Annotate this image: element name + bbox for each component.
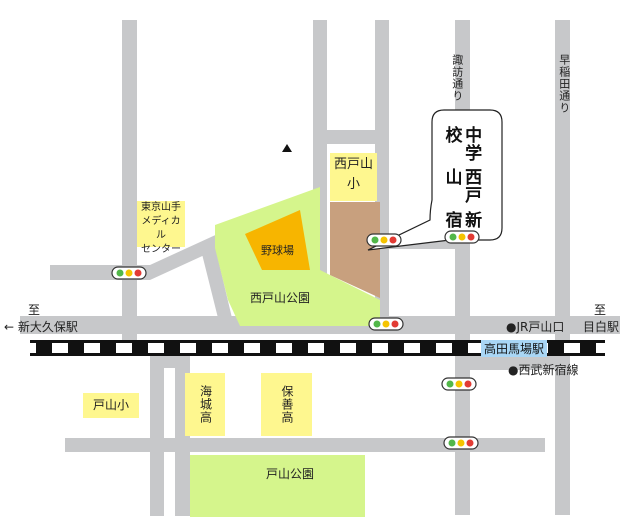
- road-south-horizontal: [65, 438, 545, 452]
- rail-tie: [420, 343, 436, 353]
- traffic-light-icon: [443, 436, 479, 450]
- road-park-west: [200, 246, 232, 318]
- school-site: [330, 202, 380, 298]
- hozen-high-label: 保善高: [261, 373, 312, 436]
- rail-tie: [548, 343, 564, 353]
- kaijo-high-label: 海城高: [185, 373, 225, 436]
- takadanobaba-station-label: 高田馬場駅: [481, 340, 548, 357]
- rail-tie: [356, 343, 372, 353]
- rail-tie: [100, 343, 116, 353]
- left-to-label: 至: [28, 303, 41, 317]
- target-col3: 中学校: [441, 126, 482, 162]
- seibu-shinjuku-label: ●西武新宿線: [508, 363, 579, 377]
- road-rail-south: [455, 356, 570, 370]
- north-marker: [282, 144, 292, 152]
- baseball-field-label: 野球場: [261, 244, 294, 257]
- medical-line1: 東京山手: [141, 202, 181, 213]
- rail-tie: [164, 343, 180, 353]
- park-toyama: [190, 455, 365, 517]
- right-to-label: 至: [594, 303, 607, 317]
- rail-tie: [452, 343, 468, 353]
- shin-okubo-label: ← 新大久保駅: [4, 320, 78, 334]
- baseball-field: [245, 210, 310, 270]
- traffic-light-icon: [444, 230, 480, 244]
- rail-tie: [388, 343, 404, 353]
- nishitoyama-elementary-label: 西戸山 小: [330, 153, 377, 201]
- road-waseda: [555, 20, 570, 515]
- road-south-link: [150, 356, 190, 368]
- toyama-park-label: 戸山公園: [265, 467, 314, 481]
- rail-inner: [30, 343, 605, 353]
- school-line1: 西戸山: [333, 157, 373, 172]
- railway: [30, 340, 605, 356]
- toyama-elementary-label: 戸山小: [83, 393, 139, 418]
- waseda-street-label: 早稲田通り: [557, 54, 571, 114]
- target-col1: 新宿: [441, 210, 482, 229]
- target-col2: 西戸山: [441, 168, 482, 205]
- medical-line2: メディカル: [141, 216, 181, 241]
- traffic-lights: [111, 230, 480, 450]
- traffic-light-icon: [366, 233, 402, 247]
- suwa-street-label: 諏訪通り: [450, 54, 464, 102]
- traffic-light-icon: [441, 377, 477, 391]
- school-callout: [367, 109, 503, 251]
- traffic-light-icon: [368, 317, 404, 331]
- road-school-north: [325, 130, 385, 144]
- rail-tie: [36, 343, 52, 353]
- road-south-1: [150, 356, 164, 516]
- rail-tie: [132, 343, 148, 353]
- mejiro-label: 目白駅: [583, 320, 620, 334]
- jr-toyama-exit-label: ●JR戸山口: [506, 320, 565, 334]
- rail-tie: [580, 343, 596, 353]
- rail-tie: [292, 343, 308, 353]
- rail-tie: [260, 343, 276, 353]
- rail-tie: [324, 343, 340, 353]
- nishitoyama-park-label: 西戸山公園: [249, 291, 310, 305]
- medical-center-label: 東京山手 メディカル センター: [137, 201, 185, 255]
- target-school-label: 新宿 西戸山 中学校: [441, 126, 482, 236]
- medical-line3: センター: [141, 244, 181, 255]
- rail-tie: [68, 343, 84, 353]
- road-left-vertical: [122, 20, 137, 340]
- school-line2: 小: [346, 177, 360, 193]
- rail-tie: [196, 343, 212, 353]
- traffic-light-icon: [111, 266, 147, 280]
- road-diagonal: [50, 187, 320, 280]
- rail-tie: [228, 343, 244, 353]
